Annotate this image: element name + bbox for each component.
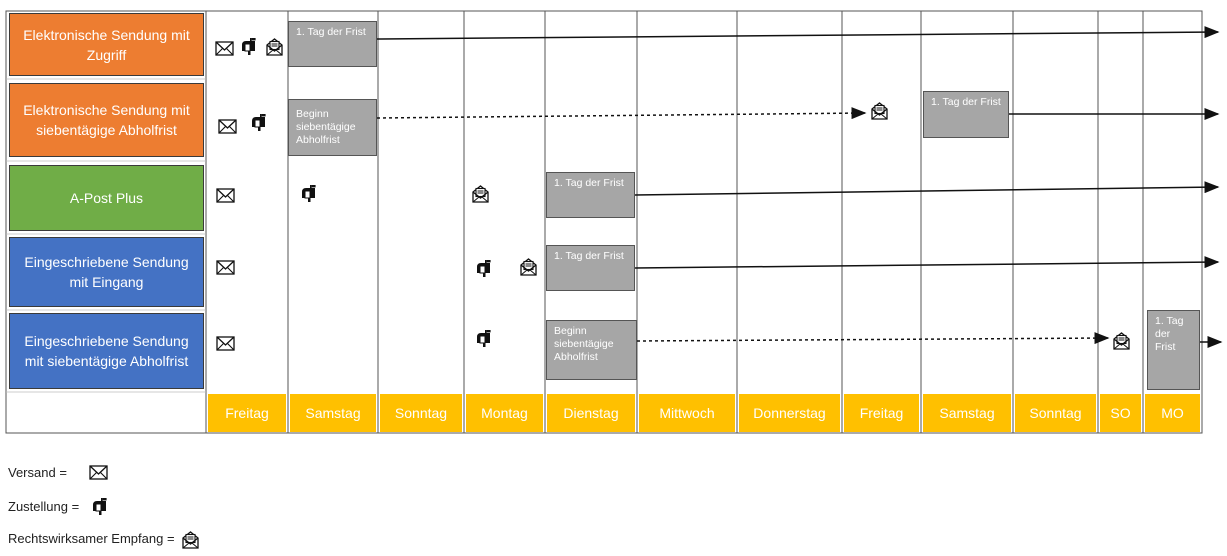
row-label-elektronisch-abholfrist: Elektronische Sendung mit siebentägige A… [9,83,204,157]
day-donnerstag: Donnerstag [739,394,840,432]
mailbox-icon [300,185,319,202]
envelope-icon [218,118,237,135]
day-sonntag-1: Sonntag [380,394,462,432]
day-freitag-1: Freitag [208,394,286,432]
day-so: SO [1100,394,1141,432]
frist-box-row2: 1. Tag der Frist [923,91,1009,138]
envelope-icon [215,40,234,57]
mailbox-icon [250,114,269,131]
legend-versand-label: Versand = [8,465,67,480]
envelope-icon [216,187,235,204]
open-envelope-icon [265,37,284,54]
day-samstag-1: Samstag [290,394,376,432]
row-label-elektronisch-zugriff: Elektronische Sendung mit Zugriff [9,13,204,76]
open-envelope-icon [181,530,200,547]
timeline-arrow-row3 [634,181,1220,196]
day-samstag-2: Samstag [923,394,1011,432]
frist-box-row5: 1. Tag der Frist [1147,310,1200,390]
day-mo: MO [1145,394,1200,432]
open-envelope-icon [519,257,538,274]
beginn-abholfrist-box-row5: Beginn siebentägige Abholfrist [546,320,637,380]
frist-box-row1: 1. Tag der Frist [288,21,377,67]
frist-box-row3: 1. Tag der Frist [546,172,635,218]
timeline-arrow-row4 [634,256,1220,269]
row-label-a-post-plus: A-Post Plus [9,165,204,231]
open-envelope-icon [471,184,490,201]
row-label-eingeschrieben-eingang: Eingeschriebene Sendung mit Eingang [9,237,204,307]
envelope-icon [216,335,235,352]
day-montag: Montag [466,394,543,432]
day-freitag-2: Freitag [844,394,919,432]
mailbox-icon [475,260,494,277]
delivery-timeline-diagram: Elektronische Sendung mit Zugriff Elektr… [5,10,1223,434]
legend-empfang-label: Rechtswirksamer Empfang = [8,531,175,546]
mailbox-icon [240,38,259,55]
legend-zustellung: Zustellung = [8,498,110,515]
day-dienstag: Dienstag [547,394,635,432]
legend-empfang: Rechtswirksamer Empfang = [8,530,200,547]
envelope-icon [89,464,108,481]
mailbox-icon [91,498,110,515]
dashed-arrow-row2 [376,107,867,120]
legend-zustellung-label: Zustellung = [8,499,80,514]
timeline-arrow-row1 [376,26,1220,40]
envelope-icon [216,259,235,276]
row-label-eingeschrieben-abholfrist: Eingeschriebene Sendung mit siebentägige… [9,313,204,389]
dashed-arrow-row5 [636,332,1110,345]
day-mittwoch: Mittwoch [639,394,735,432]
beginn-abholfrist-box-row2: Beginn siebentägige Abholfrist [288,99,377,156]
legend-versand: Versand = [8,464,108,481]
mailbox-icon [475,330,494,347]
timeline-grid [5,10,1223,434]
open-envelope-icon [1112,331,1131,348]
day-sonntag-2: Sonntag [1015,394,1096,432]
open-envelope-icon [870,101,889,118]
frist-box-row4: 1. Tag der Frist [546,245,635,291]
